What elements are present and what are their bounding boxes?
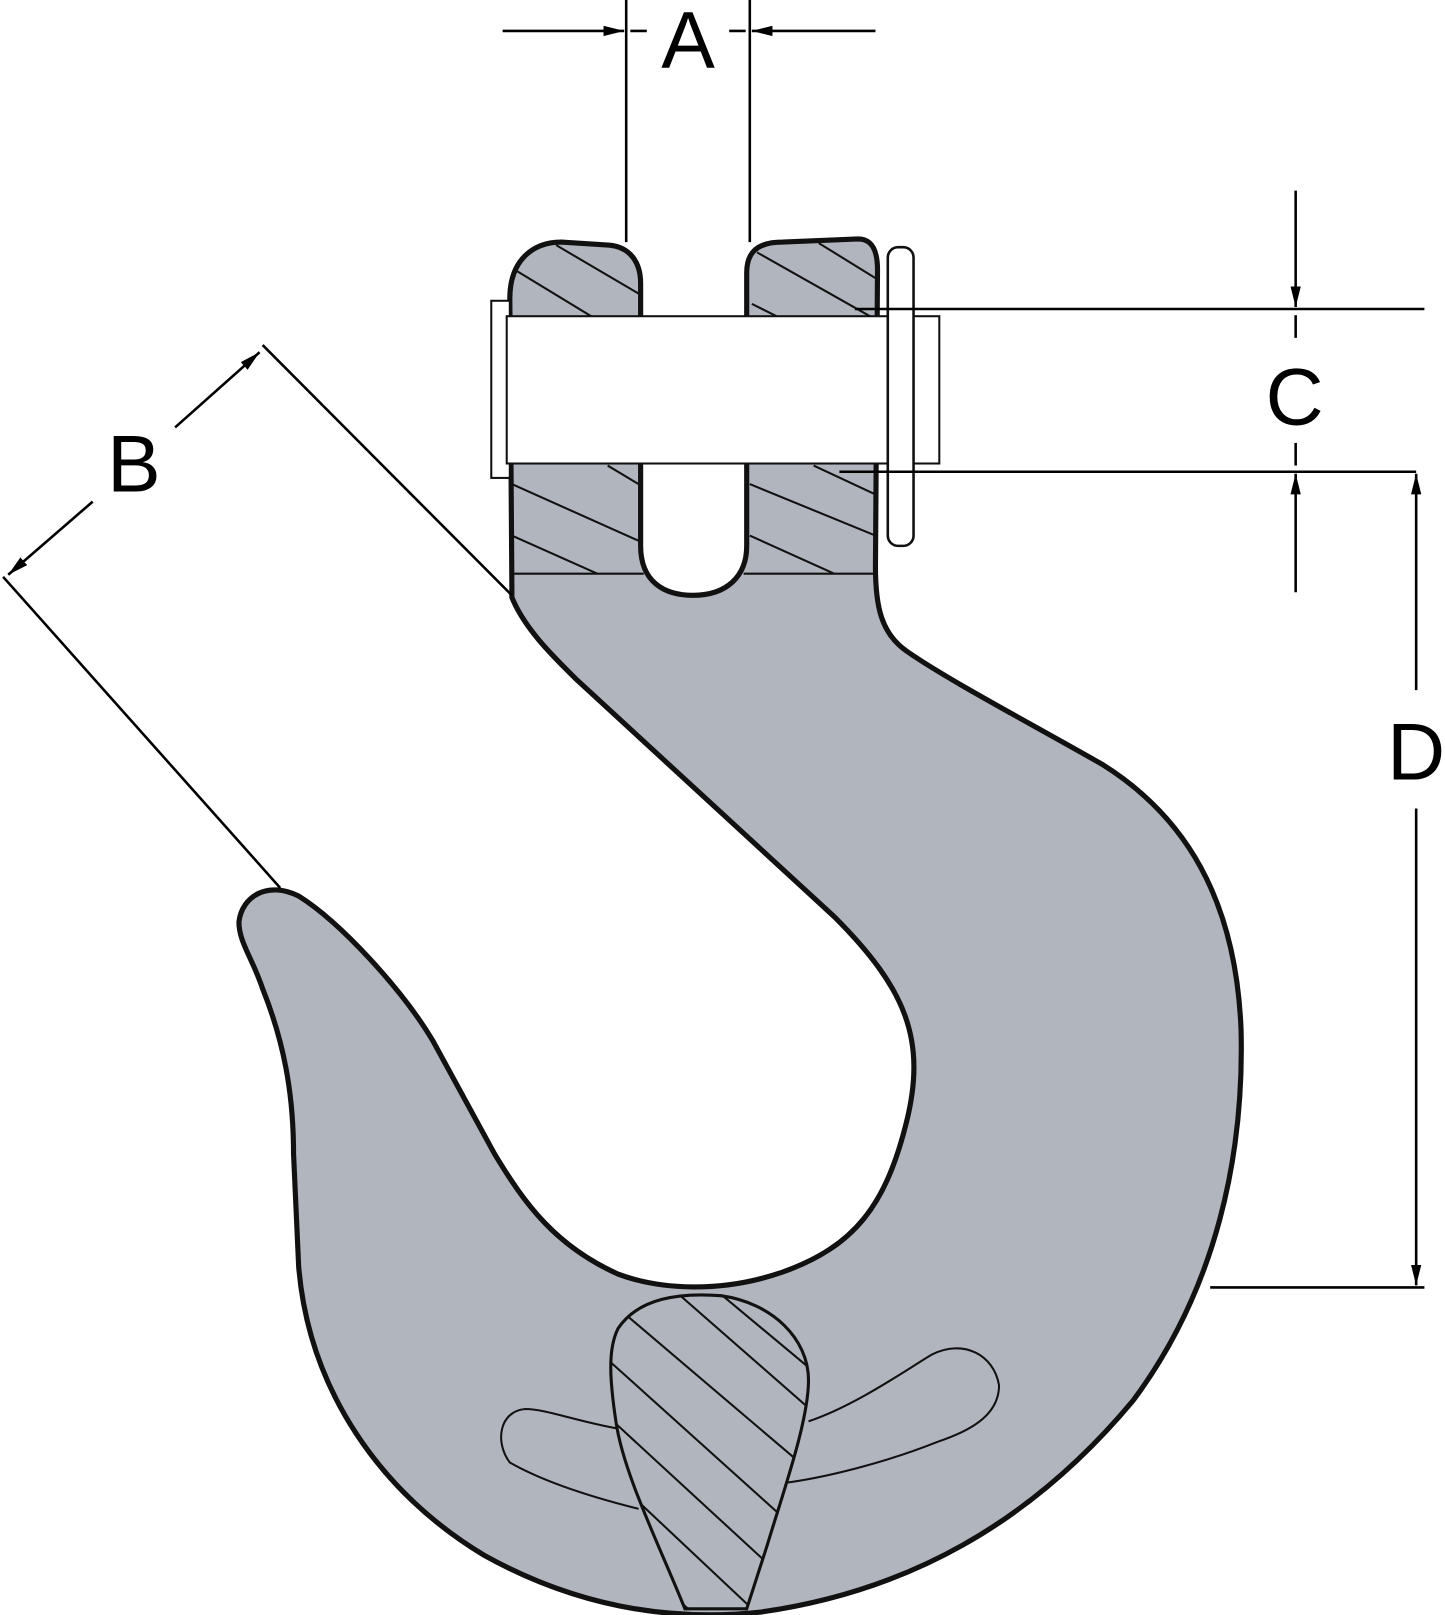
dimension-c xyxy=(839,190,1425,593)
latch-wing-left xyxy=(500,1407,639,1510)
label-d: D xyxy=(1387,708,1445,798)
hook-body xyxy=(236,236,1244,1615)
label-b: B xyxy=(107,419,161,509)
dimension-d xyxy=(1210,473,1425,1289)
latch-wing-right xyxy=(782,1347,1001,1485)
pin xyxy=(505,315,941,465)
dimension-b xyxy=(2,344,513,889)
label-a: A xyxy=(661,0,715,86)
cotter-pin xyxy=(886,245,915,548)
dimension-a xyxy=(502,0,876,243)
label-c: C xyxy=(1266,352,1324,442)
